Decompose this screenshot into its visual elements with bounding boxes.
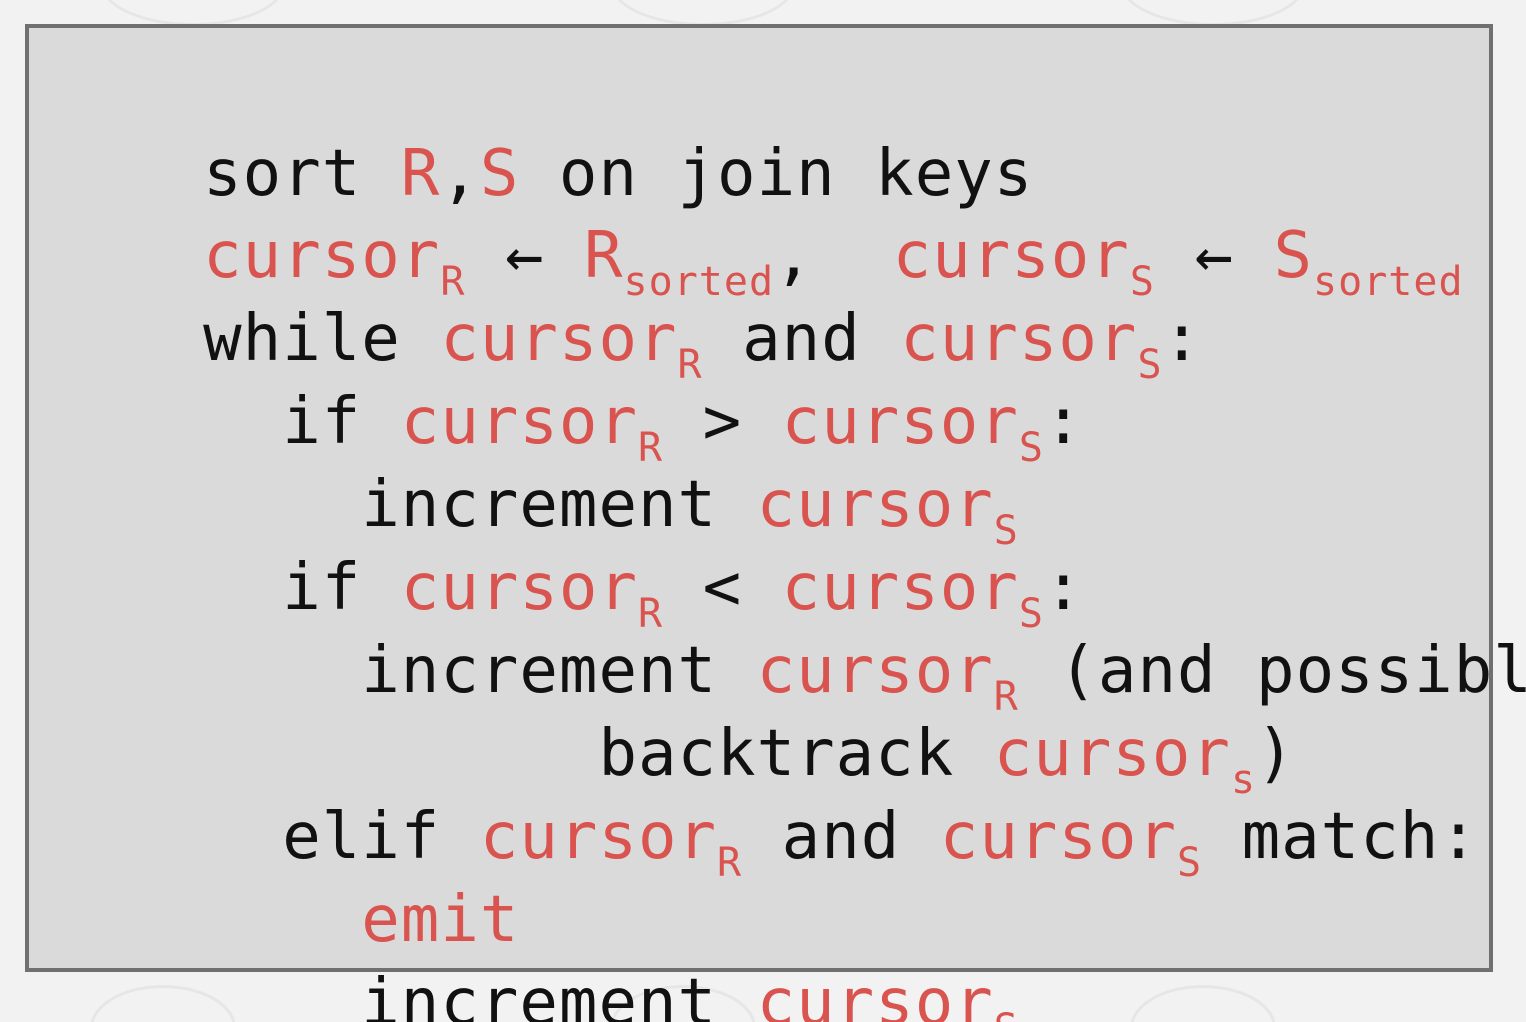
code-subscript: sorted — [1313, 259, 1464, 305]
code-var: emit — [361, 883, 520, 957]
code-text: sort — [203, 137, 401, 211]
code-subscript: sorted — [623, 259, 775, 305]
code-subscript: S — [1129, 259, 1155, 305]
code-block: sort R,S on join keys cursorR ← Rsorted,… — [25, 24, 1526, 1022]
code-line-cursor-init: cursorR ← Rsorted, cursorS ← Ssorted — [45, 130, 1464, 305]
code-text: : — [1162, 302, 1203, 376]
background-decoration — [100, 0, 286, 26]
code-text: ← — [465, 219, 584, 293]
code-var: cursor — [440, 302, 678, 376]
code-var: cursor — [900, 302, 1138, 376]
code-subscript: R — [993, 674, 1019, 720]
code-text: : — [1043, 385, 1084, 459]
background-decoration — [1120, 0, 1306, 26]
code-subscript: S — [1018, 425, 1044, 471]
code-var: cursor — [892, 219, 1130, 293]
code-line-sort: sort R,S on join keys — [45, 48, 1033, 211]
code-text: elif — [203, 800, 480, 874]
code-text: while — [203, 302, 441, 376]
code-text: and — [702, 302, 901, 376]
code-text: on join keys — [519, 137, 1034, 211]
code-var: R — [584, 219, 624, 293]
code-line-increment-s: increment cursorS — [45, 379, 1019, 554]
code-text: ) — [1256, 717, 1296, 791]
code-var: cursor — [939, 800, 1177, 874]
code-text: if — [203, 551, 401, 625]
code-subscript: S — [1018, 591, 1044, 637]
code-text: , — [440, 137, 480, 211]
code-subscript: R — [717, 840, 743, 886]
code-line-while: while cursorR and cursorS: — [45, 213, 1202, 388]
code-line-if-less: if cursorR < cursorS: — [45, 462, 1083, 637]
code-text: , — [774, 219, 893, 293]
code-var: cursor — [756, 966, 994, 1022]
code-var: cursor — [781, 385, 1019, 459]
code-text: increment — [203, 966, 757, 1022]
code-text: increment — [203, 468, 757, 542]
code-var: cursor — [479, 800, 718, 874]
code-line-emit: emit — [45, 794, 519, 957]
code-text: if — [203, 385, 401, 459]
code-text: and — [742, 800, 940, 874]
code-subscript: S — [1137, 342, 1163, 388]
code-text: (and possibly — [1018, 634, 1526, 708]
code-subscript: R — [637, 425, 664, 471]
code-var: S — [1273, 219, 1314, 293]
code-var: cursor — [756, 468, 994, 542]
code-var: cursor — [781, 551, 1019, 625]
code-text: match: — [1202, 800, 1479, 874]
background-decoration — [610, 0, 796, 26]
code-var: cursor — [400, 551, 638, 625]
code-text: backtrack — [203, 717, 994, 791]
code-subscript: R — [637, 591, 664, 637]
code-var: cursor — [203, 219, 441, 293]
code-text: < — [663, 551, 782, 625]
code-line-elif-match: elif cursorR and cursorS match: — [45, 711, 1479, 886]
code-line-increment-r: increment cursorR (and possibly — [45, 545, 1526, 720]
code-subscript: S — [993, 508, 1019, 554]
code-var: cursor — [400, 385, 638, 459]
code-var: R — [400, 137, 441, 211]
background-decoration — [1130, 985, 1276, 1022]
code-subscript: S — [1176, 840, 1203, 886]
code-line-backtrack: backtrack cursors) — [45, 628, 1296, 803]
code-var: S — [479, 137, 520, 211]
code-line-if-greater: if cursorR > cursorS: — [45, 296, 1083, 471]
code-text: : — [1043, 551, 1084, 625]
code-var: cursor — [993, 717, 1231, 791]
code-line-increment-s-final: increment cursorS — [45, 877, 1019, 1022]
code-text: ← — [1154, 219, 1274, 293]
code-text: increment — [203, 634, 757, 708]
code-subscript: R — [677, 342, 703, 388]
code-subscript: R — [440, 259, 466, 305]
code-text: > — [663, 385, 782, 459]
code-subscript: s — [1230, 757, 1257, 803]
code-var: cursor — [756, 634, 994, 708]
code-subscript: S — [994, 1006, 1019, 1022]
